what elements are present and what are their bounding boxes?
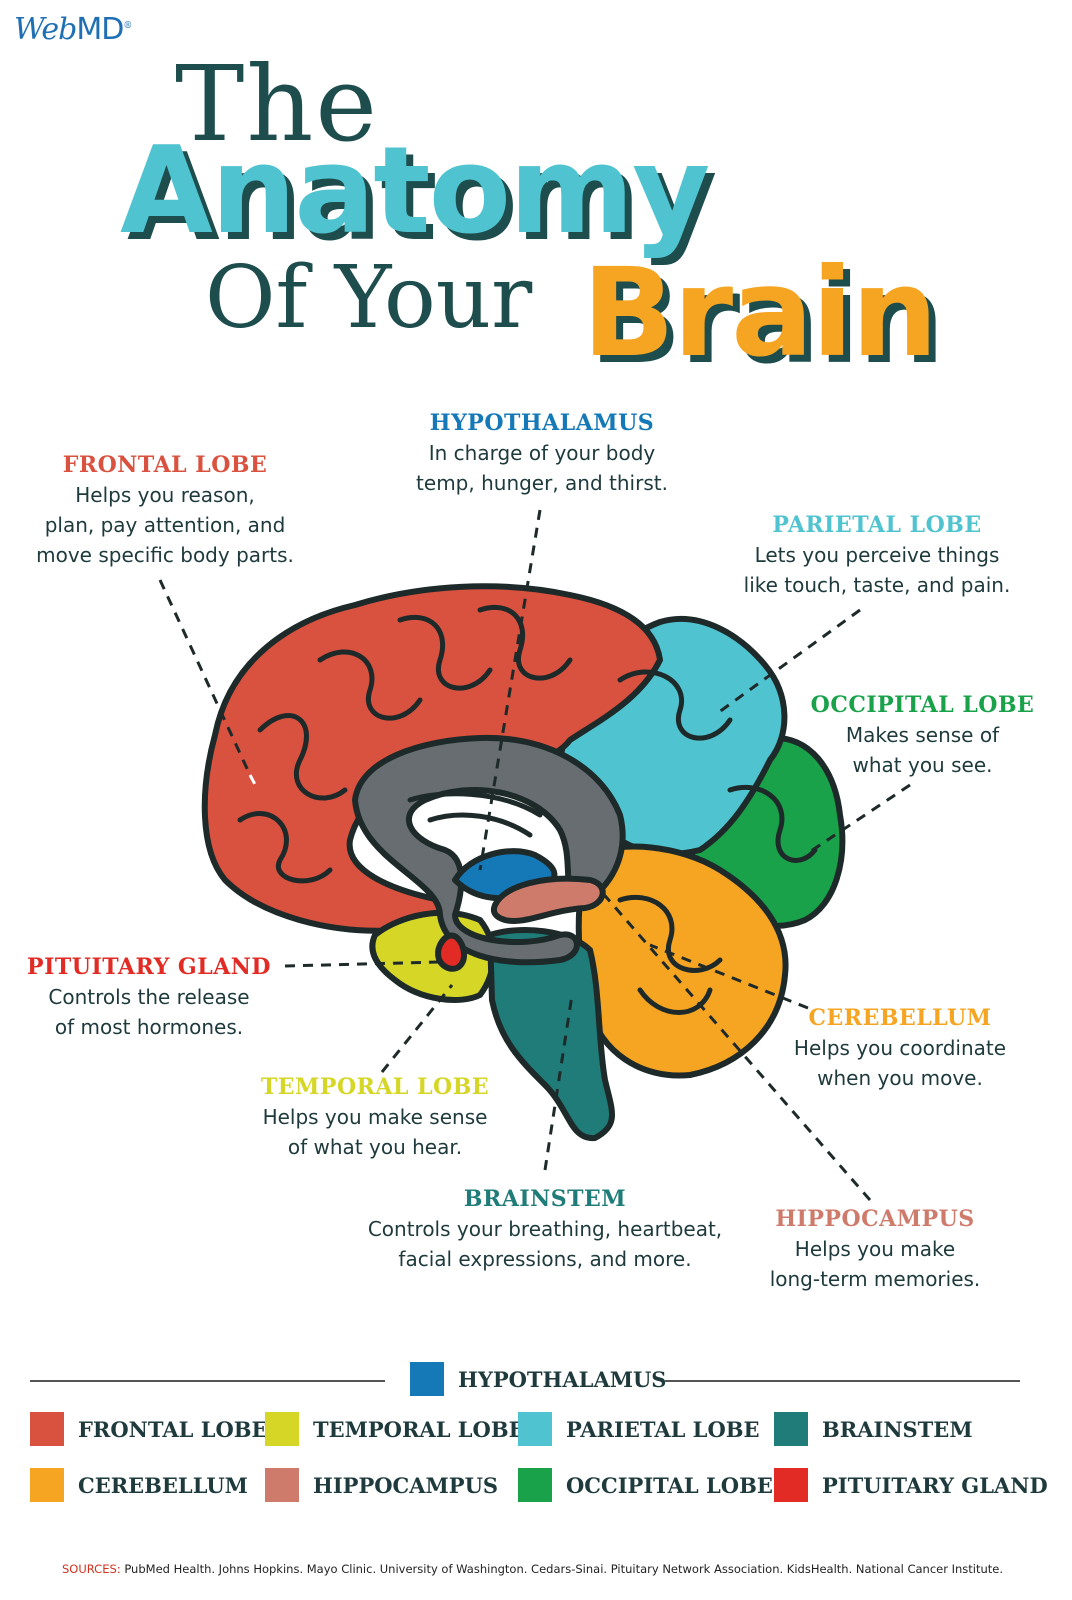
label-brainstem-desc: Controls your breathing, heartbeat, faci… <box>367 1217 723 1271</box>
label-parietal-lobe: PARIETAL LOBE Lets you perceive things l… <box>722 512 1032 600</box>
label-cerebellum-desc: Helps you coordinate when you move. <box>793 1036 1007 1090</box>
legend-divider-right <box>665 1380 1020 1382</box>
label-pituitary-gland-desc: Controls the release of most hormones. <box>48 985 250 1039</box>
legend-item-parietal-lobe: PARIETAL LOBE <box>518 1412 760 1446</box>
legend-swatch <box>265 1468 299 1502</box>
label-occipital-lobe-title: OCCIPITAL LOBE <box>810 692 1035 718</box>
legend-label: TEMPORAL LOBE <box>313 1416 525 1442</box>
pointer-lines <box>158 509 911 1201</box>
label-occipital-lobe-desc: Makes sense of what you see. <box>845 723 1000 777</box>
legend-item-temporal-lobe: TEMPORAL LOBE <box>265 1412 525 1446</box>
sources-prefix: SOURCES: <box>62 1562 121 1576</box>
label-hypothalamus-desc: In charge of your body temp, hunger, and… <box>416 441 668 495</box>
logo-web-text: Web <box>14 12 77 47</box>
label-frontal-lobe: FRONTAL LOBE Helps you reason, plan, pay… <box>15 452 315 570</box>
label-frontal-lobe-title: FRONTAL LOBE <box>62 452 268 478</box>
label-hippocampus-title: HIPPOCAMPUS <box>775 1206 975 1232</box>
legend-swatch <box>410 1362 444 1396</box>
label-temporal-lobe: TEMPORAL LOBE Helps you make sense of wh… <box>240 1074 510 1162</box>
legend-divider-left <box>30 1380 385 1382</box>
logo-md-text: MD <box>76 12 124 47</box>
label-frontal-lobe-desc: Helps you reason, plan, pay attention, a… <box>36 483 294 567</box>
legend-swatch <box>774 1412 808 1446</box>
legend-label: FRONTAL LOBE <box>78 1416 268 1442</box>
legend-label: PARIETAL LOBE <box>566 1416 760 1442</box>
title-brain: Brain <box>582 242 938 384</box>
label-cerebellum: CEREBELLUM Helps you coordinate when you… <box>770 1005 1030 1093</box>
legend-label: HYPOTHALAMUS <box>458 1366 667 1392</box>
title-of-your: Of Your <box>205 248 533 348</box>
label-brainstem: BRAINSTEM Controls your breathing, heart… <box>340 1186 750 1274</box>
legend-swatch <box>518 1468 552 1502</box>
title-the: The <box>175 43 379 165</box>
title-anatomy: Anatomy <box>120 122 710 261</box>
legend-label: OCCIPITAL LOBE <box>566 1472 773 1498</box>
label-pituitary-gland-title: PITUITARY GLAND <box>27 954 271 980</box>
sources-text: PubMed Health. Johns Hopkins. Mayo Clini… <box>120 1562 1004 1576</box>
label-hippocampus-desc: Helps you make long-term memories. <box>769 1237 981 1291</box>
legend-label: PITUITARY GLAND <box>822 1472 1048 1498</box>
legend-label: CEREBELLUM <box>78 1472 248 1498</box>
legend-swatch <box>30 1468 64 1502</box>
hippocampus-region <box>490 875 606 924</box>
label-occipital-lobe: OCCIPITAL LOBE Makes sense of what you s… <box>790 692 1055 780</box>
legend-item-brainstem: BRAINSTEM <box>774 1412 973 1446</box>
legend-item-hypothalamus: HYPOTHALAMUS <box>410 1362 666 1396</box>
sources-footer: SOURCES: PubMed Health. Johns Hopkins. M… <box>62 1562 1003 1576</box>
label-parietal-lobe-title: PARIETAL LOBE <box>772 512 982 538</box>
label-hypothalamus-title: HYPOTHALAMUS <box>429 410 655 436</box>
label-hypothalamus: HYPOTHALAMUS In charge of your body temp… <box>392 410 692 498</box>
legend-swatch <box>518 1412 552 1446</box>
legend-swatch <box>774 1468 808 1502</box>
pituitary-gland-region <box>435 932 468 972</box>
label-hippocampus: HIPPOCAMPUS Helps you make long-term mem… <box>750 1206 1000 1294</box>
logo-trademark: ® <box>123 21 132 31</box>
legend-item-occipital-lobe: OCCIPITAL LOBE <box>518 1468 773 1502</box>
corpus-callosum-region <box>352 734 626 966</box>
legend-item-pituitary-gland: PITUITARY GLAND <box>774 1468 1048 1502</box>
legend-swatch <box>265 1412 299 1446</box>
label-parietal-lobe-desc: Lets you perceive things like touch, tas… <box>743 543 1011 597</box>
legend-item-frontal-lobe: FRONTAL LOBE <box>30 1412 268 1446</box>
label-brainstem-title: BRAINSTEM <box>463 1186 627 1212</box>
legend-item-hippocampus: HIPPOCAMPUS <box>265 1468 498 1502</box>
legend-label: BRAINSTEM <box>822 1416 973 1442</box>
brainstem-region <box>487 927 615 1142</box>
legend-label: HIPPOCAMPUS <box>313 1472 499 1498</box>
label-temporal-lobe-desc: Helps you make sense of what you hear. <box>262 1105 488 1159</box>
webmd-logo: WebMD® <box>14 12 132 47</box>
label-cerebellum-title: CEREBELLUM <box>808 1005 992 1031</box>
label-temporal-lobe-title: TEMPORAL LOBE <box>260 1074 490 1100</box>
label-pituitary-gland: PITUITARY GLAND Controls the release of … <box>14 954 284 1042</box>
legend-item-cerebellum: CEREBELLUM <box>30 1468 248 1502</box>
legend-swatch <box>30 1412 64 1446</box>
